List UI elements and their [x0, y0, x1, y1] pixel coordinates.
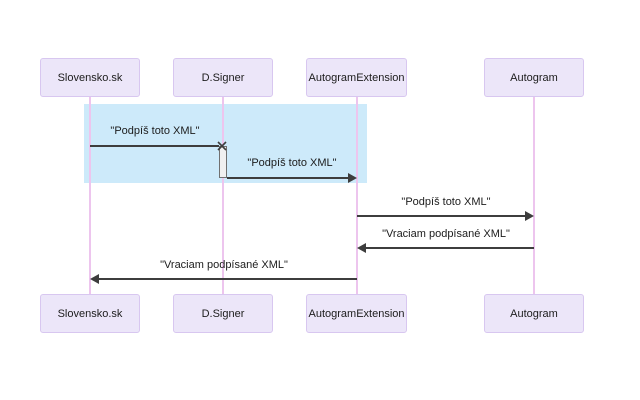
actor-box-d-signer-top: D.Signer	[173, 58, 273, 97]
arrowhead-icon	[357, 243, 366, 253]
lifeline-d-signer	[222, 97, 224, 294]
actor-box-autogram-bottom: Autogram	[484, 294, 584, 333]
arrowhead-icon	[90, 274, 99, 284]
message-line	[357, 215, 525, 217]
actor-label: Slovensko.sk	[57, 307, 123, 320]
actor-box-autogramextension-bottom: AutogramExtension	[306, 294, 407, 333]
lifeline-autogram	[533, 97, 535, 294]
actor-box-autogramextension-top: AutogramExtension	[306, 58, 407, 97]
arrowhead-icon	[525, 211, 534, 221]
arrowhead-icon	[348, 173, 357, 183]
message-line	[227, 177, 348, 179]
actor-label: Autogram	[510, 71, 558, 84]
message-label: "Vraciam podpísané XML"	[382, 228, 510, 240]
actor-label: Slovensko.sk	[57, 71, 123, 84]
message-label: "Vraciam podpísané XML"	[160, 259, 288, 271]
message-line	[366, 247, 534, 249]
message-line	[99, 278, 357, 280]
actor-label: D.Signer	[201, 71, 245, 84]
message-line	[90, 145, 219, 147]
actor-box-d-signer-bottom: D.Signer	[173, 294, 273, 333]
actor-label: AutogramExtension	[308, 71, 405, 84]
actor-box-autogram-top: Autogram	[484, 58, 584, 97]
lifeline-autogramextension	[356, 97, 358, 294]
message-label: "Podpíš toto XML"	[247, 157, 337, 169]
actor-box-slovensko-sk-top: Slovensko.sk	[40, 58, 140, 97]
actor-label: Autogram	[510, 307, 558, 320]
cross-icon	[217, 141, 227, 151]
message-label: "Podpíš toto XML"	[110, 125, 200, 137]
lifeline-slovensko-sk	[89, 97, 91, 294]
message-label: "Podpíš toto XML"	[401, 196, 491, 208]
actor-label: AutogramExtension	[308, 307, 405, 320]
actor-label: D.Signer	[201, 307, 245, 320]
actor-box-slovensko-sk-bottom: Slovensko.sk	[40, 294, 140, 333]
